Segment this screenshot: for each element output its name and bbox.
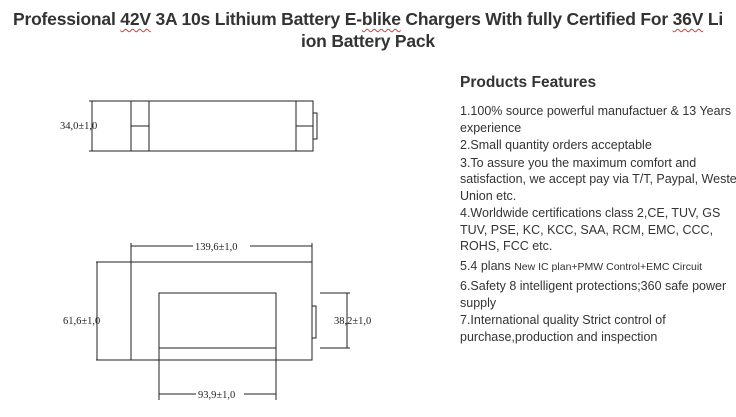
title-text: Li bbox=[703, 9, 724, 29]
feature-item: 6.Safety 8 intelligent protections;360 s… bbox=[460, 279, 727, 310]
dimension-label-height: 34,0±1,0 bbox=[60, 121, 97, 132]
feature-item-label: 5.4 plans bbox=[460, 258, 515, 273]
title-text-line2: ion Battery Pack bbox=[301, 31, 435, 51]
dimension-label-inner-width: 38,2±1,0 bbox=[334, 316, 371, 327]
title-text: 42V bbox=[120, 9, 151, 29]
dimension-label-length: 139,6±1,0 bbox=[195, 242, 238, 253]
title-text: Professional bbox=[12, 9, 121, 29]
feature-item: 1.100% source powerful manufactuer & 13 … bbox=[460, 104, 732, 135]
dimension-label-width: 61,6±1,0 bbox=[63, 316, 100, 327]
features-heading: Products Features bbox=[460, 74, 597, 91]
feature-item: 3.To assure you the maximum comfort and … bbox=[460, 155, 736, 203]
feature-item: 5.4 plans New IC plan+PMW Control+EMC Ci… bbox=[460, 258, 736, 276]
page-title: Professional 42V 3A 10s Lithium Battery … bbox=[0, 8, 736, 52]
feature-item: 2.Small quantity orders acceptable bbox=[460, 138, 652, 152]
title-text: Chargers With fully Certified For bbox=[400, 9, 673, 29]
feature-item: 4.Worldwide certifications class 2,CE, T… bbox=[460, 206, 721, 253]
front-view-outline bbox=[130, 261, 313, 361]
top-view-outline bbox=[130, 100, 314, 152]
charger-dimension-drawing: 34,0±1,0 139,6±1,0 61,6±1,0 38,2±1,0 93,… bbox=[60, 100, 371, 401]
feature-item-small: New IC plan+PMW Control+EMC Circuit bbox=[514, 260, 703, 273]
title-text: 36V bbox=[672, 9, 704, 29]
products-features: Products Features 1.100% source powerful… bbox=[460, 74, 736, 346]
feature-item: 7.International quality Strict control o… bbox=[460, 313, 666, 344]
title-text: 3A 10s Lithium Battery E- bbox=[150, 9, 362, 29]
dimension-label-inner-length: 93,9±1,0 bbox=[198, 390, 235, 401]
title-text: blike bbox=[361, 9, 401, 29]
